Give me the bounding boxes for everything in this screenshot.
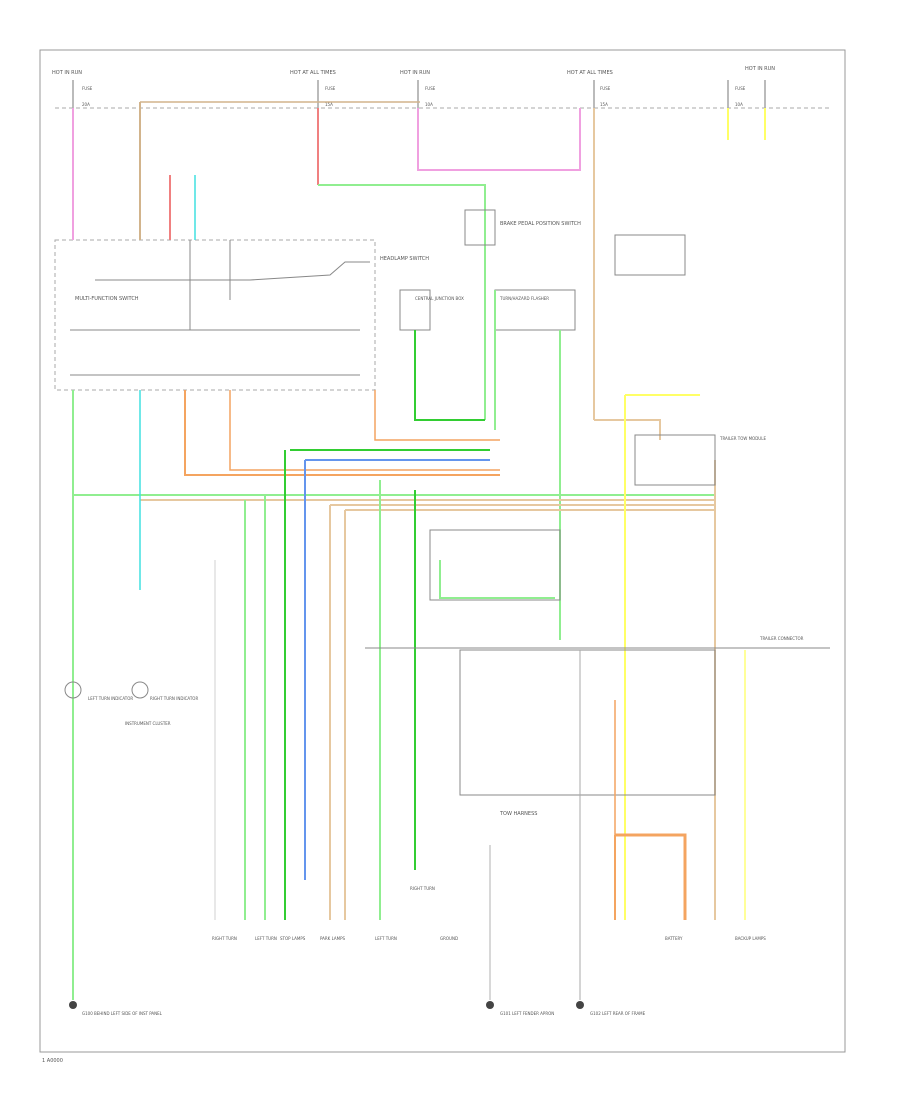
terminal-label: LEFT TURN bbox=[255, 936, 277, 941]
terminal-label: GROUND bbox=[440, 936, 458, 941]
right-indicator-lamp bbox=[131, 681, 149, 699]
power-label: HOT AT ALL TIMES bbox=[290, 70, 336, 76]
ground-icon bbox=[576, 1001, 584, 1009]
fuse-label: FUSE bbox=[425, 86, 436, 91]
tow-harness-label: TOW HARNESS bbox=[499, 811, 537, 817]
terminal-label: PARK LAMPS bbox=[320, 936, 345, 941]
brake-switch-label: BRAKE PEDAL POSITION SWITCH bbox=[500, 221, 581, 227]
trailer-module-label: TRAILER TOW MODULE bbox=[719, 436, 766, 441]
fuse-rating: 10A bbox=[425, 102, 433, 107]
power-label: HOT AT ALL TIMES bbox=[567, 70, 613, 76]
terminal-label: RIGHT TURN bbox=[212, 936, 237, 941]
instrument-cluster-label: INSTRUMENT CLUSTER bbox=[125, 721, 171, 726]
terminal-label: RIGHT TURN bbox=[410, 886, 435, 891]
power-source-2: HOT AT ALL TIMES FUSE 15A bbox=[290, 70, 336, 112]
ground-label: G102 LEFT REAR OF FRAME bbox=[590, 1011, 646, 1016]
right-indicator-label: RIGHT TURN INDICATOR bbox=[150, 696, 198, 701]
turn-flasher-label: TURN/HAZARD FLASHER bbox=[499, 296, 549, 301]
relay-center-label: CENTRAL JUNCTION BOX bbox=[415, 296, 464, 301]
terminal-label: BATTERY bbox=[665, 936, 683, 941]
power-source-5: HOT IN RUN FUSE 10A bbox=[727, 66, 775, 112]
power-source-1: HOT IN RUN FUSE 20A bbox=[52, 70, 93, 112]
terminal-label: LEFT TURN bbox=[375, 936, 397, 941]
ground-icon bbox=[486, 1001, 494, 1009]
fuse-label: FUSE bbox=[82, 86, 93, 91]
fuse-label: FUSE bbox=[600, 86, 611, 91]
fuse-label: FUSE bbox=[325, 86, 336, 91]
power-label: HOT IN RUN bbox=[745, 66, 775, 72]
terminal-label: STOP LAMPS bbox=[280, 936, 306, 941]
left-indicator-label: LEFT TURN INDICATOR bbox=[88, 696, 133, 701]
power-label: HOT IN RUN bbox=[52, 70, 82, 76]
power-label: HOT IN RUN bbox=[400, 70, 430, 76]
power-source-4: HOT AT ALL TIMES FUSE 15A bbox=[567, 70, 613, 112]
fuse-rating: 15A bbox=[600, 102, 608, 107]
trailer-relay-box bbox=[459, 649, 716, 796]
headlamp-switch-label: HEADLAMP SWITCH bbox=[380, 256, 429, 262]
brake-switch-box bbox=[464, 209, 496, 246]
diagram-frame bbox=[39, 49, 846, 1053]
multifunction-switch-label: MULTI-FUNCTION SWITCH bbox=[75, 296, 139, 302]
fuse-rating: 20A bbox=[82, 102, 90, 107]
ground-icon bbox=[69, 1001, 77, 1009]
fuse-label: FUSE bbox=[735, 86, 746, 91]
fuse-rating: 15A bbox=[325, 102, 333, 107]
terminal-label: BACKUP LAMPS bbox=[735, 936, 766, 941]
trailer-connector-label: TRAILER CONNECTOR bbox=[759, 636, 804, 641]
ground-label: G100 BEHIND LEFT SIDE OF INST PANEL bbox=[82, 1011, 163, 1016]
left-indicator-lamp bbox=[64, 681, 82, 699]
ground-label: G101 LEFT FENDER APRON bbox=[500, 1011, 554, 1016]
footer-code: 1 A0000 bbox=[42, 1058, 63, 1064]
fuse-rating: 10A bbox=[735, 102, 743, 107]
power-source-3: HOT IN RUN FUSE 10A bbox=[400, 70, 436, 112]
multifunction-switch-box bbox=[54, 239, 376, 391]
